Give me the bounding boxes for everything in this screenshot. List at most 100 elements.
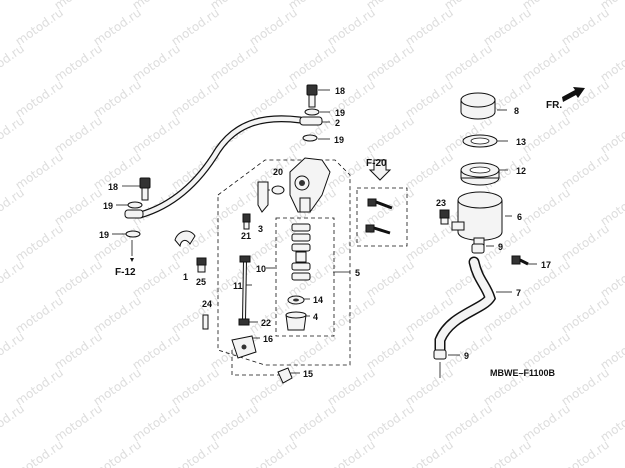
watermark-text: motod.ru [169, 365, 222, 408]
callout-10: 10 [256, 264, 266, 274]
watermark-text: motod.ru [52, 401, 105, 444]
watermark-text: motod.ru [403, 365, 456, 408]
watermark-text: motod.ru [247, 77, 300, 120]
watermark-text: motod.ru [91, 437, 144, 468]
reservoir-bolt [439, 209, 529, 266]
reservoir-plate [462, 134, 498, 148]
clevis-joint [202, 314, 293, 384]
watermark-text: motod.ru [130, 41, 183, 84]
watermark-text: motod.ru [91, 221, 144, 264]
callout-18: 18 [335, 86, 345, 96]
bolt [242, 213, 251, 230]
watermark-text: motod.ru [364, 257, 417, 300]
watermark-text: motod.ru [559, 365, 612, 408]
callout-1: 1 [183, 272, 188, 282]
watermark-text: motod.ru [13, 5, 66, 48]
watermark-text: motod.ru [13, 437, 66, 468]
watermark-text: motod.ru [559, 221, 612, 264]
callout-4: 4 [313, 312, 318, 322]
watermark-text: motod.ru [0, 41, 27, 84]
watermark-text: motod.ru [364, 41, 417, 84]
callout-16: 16 [263, 334, 273, 344]
diagram-code: MBWE–F1100B [490, 368, 556, 378]
callout-9: 9 [464, 351, 469, 361]
brake-hose-assembly [124, 84, 323, 238]
watermark-text: motod.ru [559, 437, 612, 468]
watermark-text: motod.ru [169, 77, 222, 120]
watermark-text: motod.ru [208, 185, 261, 228]
watermark-text: motod.ru [91, 77, 144, 120]
f20-bolts [356, 159, 408, 247]
watermark-text: motod.ru [130, 329, 183, 372]
watermark-text: motod.ru [0, 185, 27, 228]
watermark-text: motod.ru [91, 293, 144, 336]
watermark-text: motod.ru [286, 41, 339, 84]
watermark-text: motod.ru [403, 149, 456, 192]
watermark-text: motod.ru [559, 293, 612, 336]
watermark-text: motod.ru [403, 5, 456, 48]
callout-6: 6 [517, 212, 522, 222]
watermark-text: motod.ru [403, 77, 456, 120]
callout-19: 19 [103, 201, 113, 211]
watermark-text: motod.ru [403, 221, 456, 264]
watermark-text: motod.ru [520, 113, 573, 156]
connector-pipe [257, 181, 285, 213]
watermark-text: motod.ru [0, 401, 27, 444]
callout-17: 17 [541, 260, 551, 270]
callout-20: 20 [273, 167, 283, 177]
callout-25: 25 [196, 277, 206, 287]
watermark-text: motod.ru [169, 293, 222, 336]
callout-8: 8 [514, 106, 519, 116]
callout-11: 11 [233, 281, 243, 291]
watermark-text: motod.ru [442, 401, 495, 444]
watermark-text: motod.ru [13, 77, 66, 120]
watermark-text: motod.ru [559, 5, 612, 48]
callout-3: 3 [258, 224, 263, 234]
watermark-text: motod.ru [403, 437, 456, 468]
callout-19: 19 [335, 108, 345, 118]
callout-19: 19 [334, 135, 344, 145]
callout-15: 15 [303, 369, 313, 379]
watermark-text: motod.ru [247, 437, 300, 468]
callout-2: 2 [335, 118, 340, 128]
callout-19: 19 [99, 230, 109, 240]
watermark-text: motod.ru [0, 257, 27, 300]
watermark-text: motod.ru [13, 221, 66, 264]
watermark-text: motod.ru [325, 437, 378, 468]
direction-label: FR. [546, 100, 562, 111]
watermark-text: motod.ru [169, 221, 222, 264]
callout-7: 7 [516, 288, 521, 298]
piston-set [275, 217, 335, 337]
watermark-text: motod.ru [91, 365, 144, 408]
watermark-text: motod.ru [442, 113, 495, 156]
ref-f12-label: F-12 [115, 267, 136, 278]
watermark-text: motod.ru [169, 5, 222, 48]
watermark-text: motod.ru [520, 401, 573, 444]
callout-23: 23 [436, 198, 446, 208]
watermark-text: motod.ru [0, 0, 27, 12]
watermark-text: motod.ru [364, 113, 417, 156]
callout-9: 9 [498, 242, 503, 252]
callout-24: 24 [202, 299, 212, 309]
callout-12: 12 [516, 166, 526, 176]
watermark-text: motod.ru [481, 5, 534, 48]
watermark-text: motod.ru [130, 113, 183, 156]
callout-5: 5 [355, 268, 360, 278]
watermark-text: motod.ru [325, 365, 378, 408]
watermark-text: motod.ru [52, 185, 105, 228]
watermark-text: motod.ru [520, 185, 573, 228]
front-direction-arrow: FR. [546, 87, 585, 111]
boot [174, 230, 207, 273]
watermark-text: motod.ru [169, 437, 222, 468]
watermark-text: motod.ru [52, 257, 105, 300]
watermark-text: motod.ru [13, 365, 66, 408]
watermark-text: motod.ru [481, 437, 534, 468]
watermark-text: motod.ru [364, 329, 417, 372]
watermark-text: motod.ru [130, 401, 183, 444]
watermark-text: motod.ru [91, 5, 144, 48]
callout-21: 21 [241, 231, 251, 241]
watermark-text: motod.ru [0, 329, 27, 372]
watermark-text: motod.ru [286, 401, 339, 444]
watermark-text: motod.ru [559, 149, 612, 192]
